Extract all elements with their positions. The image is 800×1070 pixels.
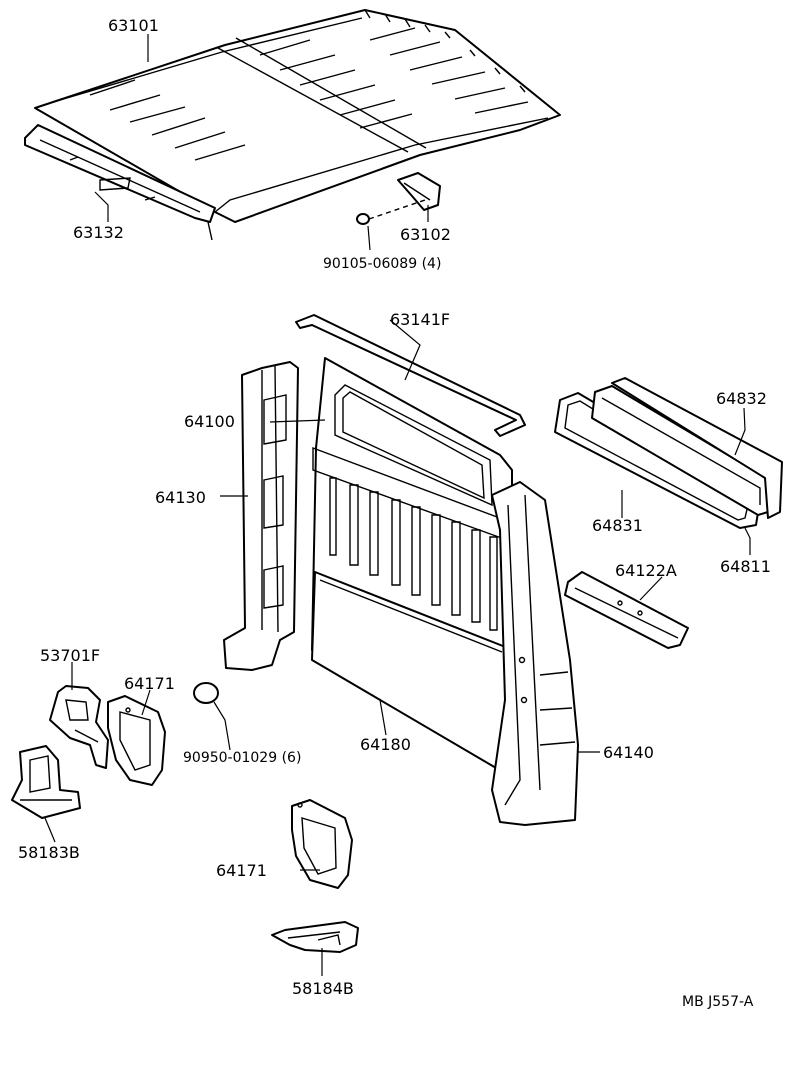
pillar-64130[interactable] (223, 361, 299, 671)
label-64832: 64832 (716, 389, 767, 408)
bracket-58184B[interactable] (271, 921, 359, 953)
bolt-90105[interactable] (356, 199, 426, 225)
label-63101: 63101 (108, 16, 159, 35)
grommet-90950[interactable] (193, 682, 219, 704)
reinforcement-64171-lower[interactable] (291, 799, 353, 889)
molding-64832[interactable] (611, 377, 783, 519)
roof-panel-63101[interactable] (34, 9, 561, 223)
diagram-code: MB J557-A (682, 994, 754, 1010)
reinforcement-64171-upper[interactable] (107, 695, 166, 786)
label-63132: 63132 (73, 223, 124, 242)
label-58183B: 58183B (18, 843, 80, 862)
label-64171-lower: 64171 (216, 861, 267, 880)
label-53701F: 53701F (40, 646, 100, 665)
label-63141F: 63141F (390, 310, 450, 329)
corner-pillar-64140[interactable] (491, 481, 579, 826)
label-90950: 90950-01029 (6) (183, 750, 301, 766)
label-90105: 90105-06089 (4) (323, 256, 441, 272)
leader-lines (44, 34, 751, 976)
bracket-53701F[interactable] (49, 685, 109, 769)
roof-header-63132[interactable] (24, 124, 216, 241)
label-64130: 64130 (155, 488, 206, 507)
label-58184B: 58184B (292, 979, 354, 998)
weatherstrip-63141F[interactable] (295, 314, 526, 437)
roof-bracket-63102[interactable] (397, 172, 441, 211)
label-63102: 63102 (400, 225, 451, 244)
label-64140: 64140 (603, 743, 654, 762)
label-64831: 64831 (592, 516, 643, 535)
bracket-58183B[interactable] (11, 745, 81, 819)
label-64811: 64811 (720, 557, 771, 576)
label-64100: 64100 (184, 412, 235, 431)
label-64122A: 64122A (615, 561, 677, 580)
label-64180: 64180 (360, 735, 411, 754)
label-64171-upper: 64171 (124, 674, 175, 693)
reinforcement-64122A[interactable] (564, 571, 689, 649)
